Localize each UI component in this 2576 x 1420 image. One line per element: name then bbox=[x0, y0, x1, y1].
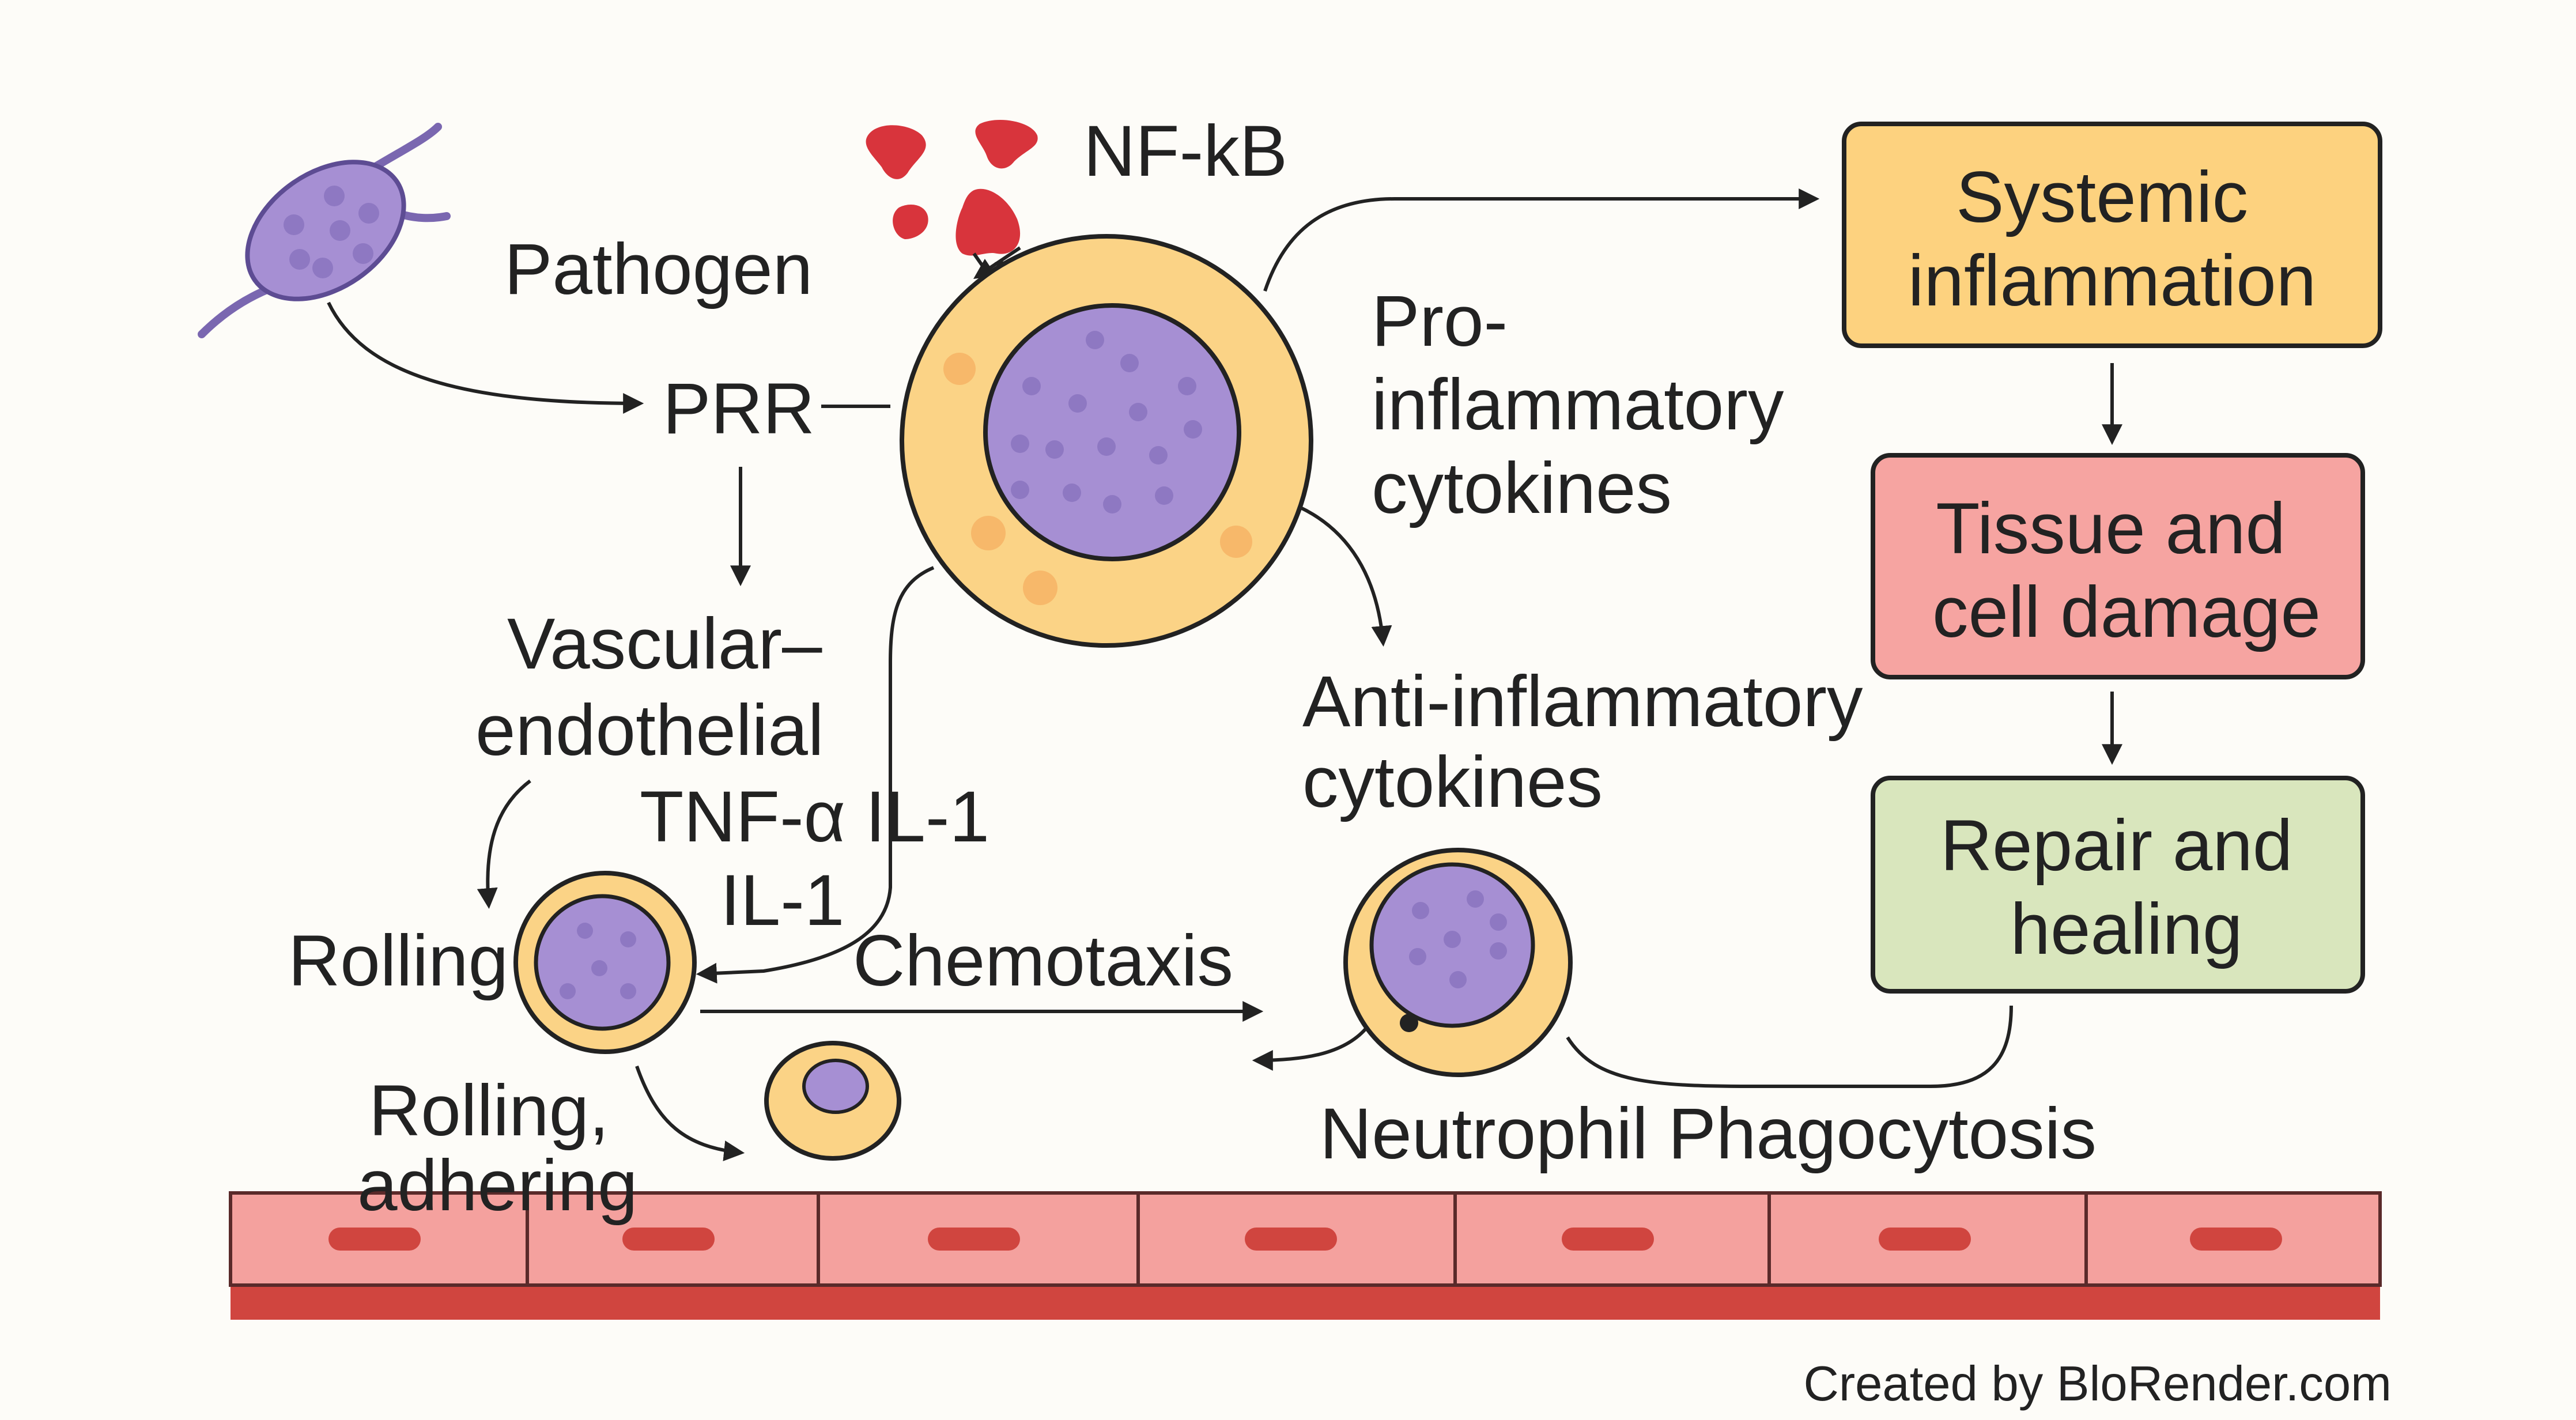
systemic-inflammation-box: Systemic inflammation bbox=[1842, 122, 2382, 348]
endothelial-cell-row bbox=[526, 1193, 2088, 1285]
damage-line-1: Tissue and bbox=[1936, 489, 2286, 569]
anti-inflammatory-label: Anti-inflammatory cytokines bbox=[1302, 662, 1883, 822]
svg-text:Systemic inflammation: Systemic inflammation bbox=[1908, 157, 2317, 321]
tnf-line-1: TNF-α IL-1 bbox=[640, 777, 989, 857]
nfkb-icon bbox=[866, 119, 1038, 256]
pathogen-label: Pathogen bbox=[504, 229, 813, 309]
tnf-label: TNF-α IL-1 IL-1 bbox=[640, 777, 1010, 941]
rolling-adhering-line-2: adhering bbox=[357, 1146, 638, 1226]
repair-line-1: Repair and bbox=[1940, 806, 2293, 886]
rolling-label: Rolling bbox=[288, 921, 508, 1001]
repair-line-2: healing bbox=[2010, 889, 2242, 969]
tnf-line-2: IL-1 bbox=[720, 860, 844, 941]
systemic-line-2: inflammation bbox=[1908, 241, 2317, 321]
neutrophil-label: Neutrophil Phagocytosis bbox=[1320, 1094, 2097, 1174]
pro-line-1: Pro- bbox=[1372, 281, 1508, 361]
vascular-line-2: endothelial bbox=[475, 690, 824, 771]
cell-systemic-arrow bbox=[1263, 188, 1820, 292]
vascular-label: Vascular– endothelial bbox=[475, 604, 842, 771]
neutrophil-chemotaxis-arrow bbox=[1252, 1028, 1368, 1071]
adhering-cell bbox=[764, 1041, 901, 1161]
svg-text:Repair and healing: Repair and healing bbox=[1940, 806, 2313, 969]
vascular-line-1: Vascular– bbox=[507, 604, 822, 684]
rolling-cell bbox=[513, 871, 697, 1054]
systemic-line-1: Systemic bbox=[1956, 157, 2248, 237]
pathogen-prr-arrow bbox=[327, 301, 644, 414]
pro-line-2: inflammatory bbox=[1372, 365, 1784, 445]
anti-line-2: cytokines bbox=[1302, 742, 1603, 822]
neutrophil-cell bbox=[1343, 848, 1573, 1077]
credit-label: Created by BloRender.com bbox=[1803, 1357, 2392, 1411]
svg-text:Tissue and cell damage: Tissue and cell damage bbox=[1932, 489, 2321, 652]
repair-healing-box: Repair and healing bbox=[1871, 776, 2365, 994]
rolling-adhering-arrow bbox=[635, 1066, 745, 1161]
blood-vessel bbox=[229, 1191, 2382, 1320]
rolling-adhering-line-1: Rolling, bbox=[369, 1071, 609, 1151]
pro-inflammatory-label: Pro- inflammatory cytokines bbox=[1372, 281, 1804, 528]
damage-line-2: cell damage bbox=[1932, 572, 2321, 652]
rolling-adhering-label: Rolling, adhering bbox=[357, 1071, 638, 1226]
tissue-damage-box: Tissue and cell damage bbox=[1871, 453, 2365, 679]
repair-neutrophil-line bbox=[1566, 1005, 2013, 1088]
chemotaxis-label: Chemotaxis bbox=[853, 921, 1233, 1001]
nfkb-label: NF-kB bbox=[1083, 111, 1287, 191]
cell-rolling-arrow bbox=[696, 566, 935, 984]
prr-label: PRR bbox=[663, 369, 815, 449]
cell-anti-arrow bbox=[1298, 505, 1392, 647]
pro-line-3: cytokines bbox=[1372, 448, 1672, 528]
vascular-rolling-arrow bbox=[477, 779, 531, 909]
pathogen-icon bbox=[198, 123, 451, 338]
anti-line-1: Anti-inflammatory bbox=[1302, 662, 1863, 742]
macrophage-cell bbox=[900, 234, 1313, 648]
